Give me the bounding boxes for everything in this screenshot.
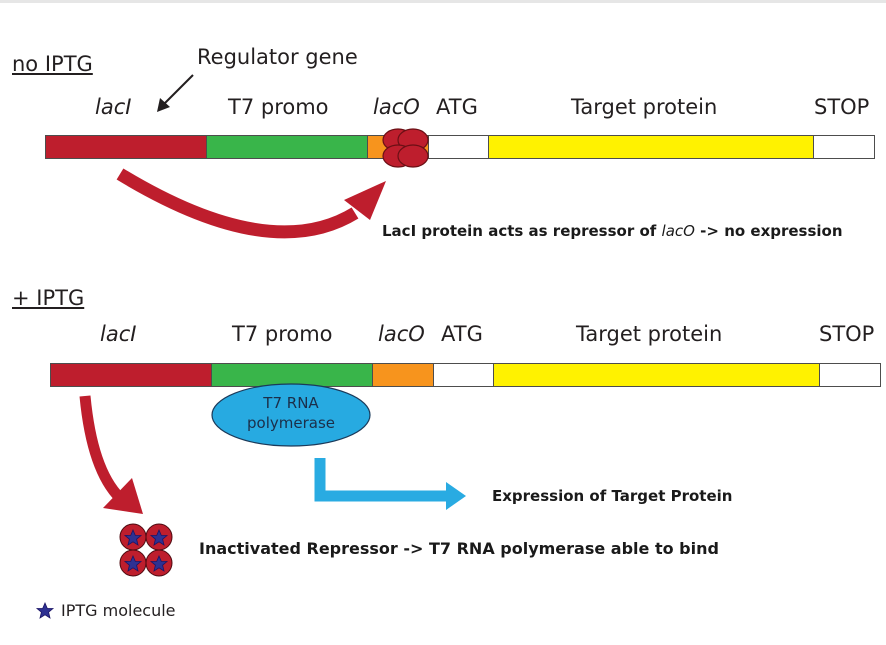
lacO-label-top: lacO <box>373 95 420 119</box>
t7-polymerase-label: T7 RNA polymerase <box>212 393 370 433</box>
t7-promo-label-bottom: T7 promo <box>232 322 333 346</box>
stop-segment-bottom <box>819 363 881 387</box>
inactivated-caption: Inactivated Repressor -> T7 RNA polymera… <box>199 539 719 558</box>
repression-arrow <box>116 168 386 239</box>
repressor-bound-icon <box>382 128 429 168</box>
atg-segment-bottom <box>433 363 494 387</box>
plus-iptg-heading: + IPTG <box>12 286 85 310</box>
lacI-label-bottom: lacI <box>100 322 137 346</box>
inactivated-repressor-icon <box>119 523 173 577</box>
t7-promo-segment-top <box>206 135 368 159</box>
t7-promo-label-top: T7 promo <box>228 95 329 119</box>
iptg-star-icon <box>36 602 54 619</box>
regulator-pointer-arrow <box>157 74 194 112</box>
lacO-label-bottom: lacO <box>378 322 425 346</box>
top-border <box>0 0 886 3</box>
t7-polymerase-line2: polymerase <box>247 414 335 432</box>
regulator-gene-label: Regulator gene <box>197 45 358 69</box>
repression-caption-suffix: -> no expression <box>694 222 843 240</box>
iptg-legend-label: IPTG molecule <box>61 601 176 620</box>
inactivation-arrow <box>79 395 143 514</box>
lacI-segment-top <box>45 135 207 159</box>
atg-label-top: ATG <box>436 95 478 119</box>
t7-promo-segment-bottom <box>211 363 373 387</box>
atg-label-bottom: ATG <box>441 322 483 346</box>
stop-label-bottom: STOP <box>819 322 875 346</box>
no-iptg-heading: no IPTG <box>12 52 93 76</box>
target-protein-segment-bottom <box>493 363 820 387</box>
target-protein-label-bottom: Target protein <box>576 322 723 346</box>
stop-segment-top <box>813 135 875 159</box>
expression-arrow <box>314 458 466 510</box>
t7-polymerase-icon <box>211 383 371 447</box>
lacI-label-top: lacI <box>95 95 132 119</box>
target-protein-label-top: Target protein <box>571 95 718 119</box>
expression-caption: Expression of Target Protein <box>492 487 733 505</box>
t7-polymerase-line1: T7 RNA <box>263 394 319 412</box>
repression-caption-italic: lacO <box>661 222 695 240</box>
target-protein-segment-top <box>488 135 814 159</box>
repression-caption-prefix: LacI protein acts as repressor of <box>382 222 662 240</box>
repression-caption: LacI protein acts as repressor of lacO -… <box>382 222 843 240</box>
lacI-segment-bottom <box>50 363 212 387</box>
stop-label-top: STOP <box>814 95 870 119</box>
